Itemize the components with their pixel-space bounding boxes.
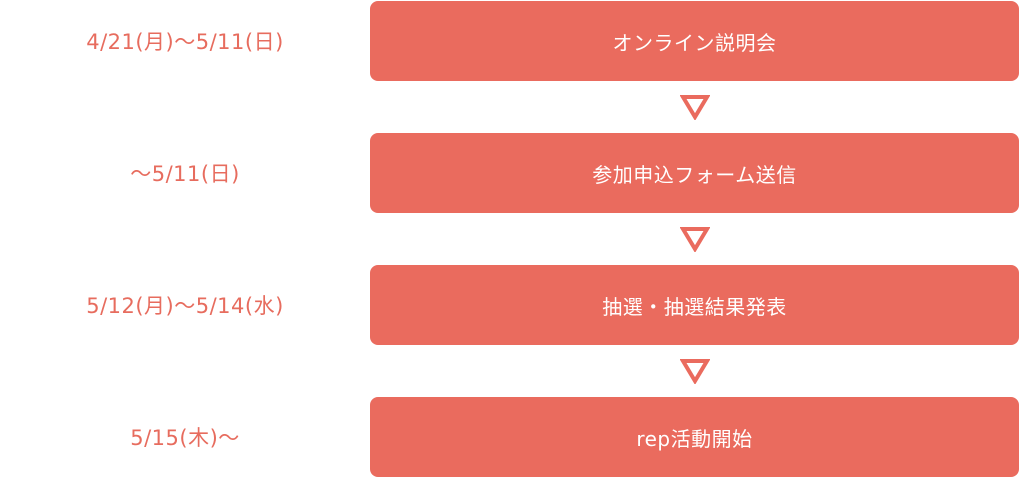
step-online-briefing: 4/21(月)〜5/11(日) オンライン説明会 bbox=[0, 1, 1024, 81]
step-box: rep活動開始 bbox=[370, 397, 1019, 477]
step-date: 5/12(月)〜5/14(水) bbox=[86, 294, 284, 318]
step-lottery: 5/12(月)〜5/14(水) 抽選・抽選結果発表 bbox=[0, 265, 1024, 345]
step-date: 5/15(木)〜 bbox=[130, 426, 240, 450]
step-date: 〜5/11(日) bbox=[130, 162, 240, 186]
down-arrow-icon bbox=[680, 227, 710, 252]
step-label: rep活動開始 bbox=[636, 426, 753, 451]
step-box: 参加申込フォーム送信 bbox=[370, 133, 1019, 213]
step-box: 抽選・抽選結果発表 bbox=[370, 265, 1019, 345]
down-arrow-icon bbox=[680, 95, 710, 120]
step-label: オンライン説明会 bbox=[612, 30, 777, 55]
down-arrow-icon bbox=[680, 359, 710, 384]
step-rep-start: 5/15(木)〜 rep活動開始 bbox=[0, 397, 1024, 477]
step-label: 参加申込フォーム送信 bbox=[592, 162, 797, 187]
step-date: 4/21(月)〜5/11(日) bbox=[86, 30, 284, 54]
step-box: オンライン説明会 bbox=[370, 1, 1019, 81]
step-application-form: 〜5/11(日) 参加申込フォーム送信 bbox=[0, 133, 1024, 213]
step-label: 抽選・抽選結果発表 bbox=[602, 294, 787, 319]
